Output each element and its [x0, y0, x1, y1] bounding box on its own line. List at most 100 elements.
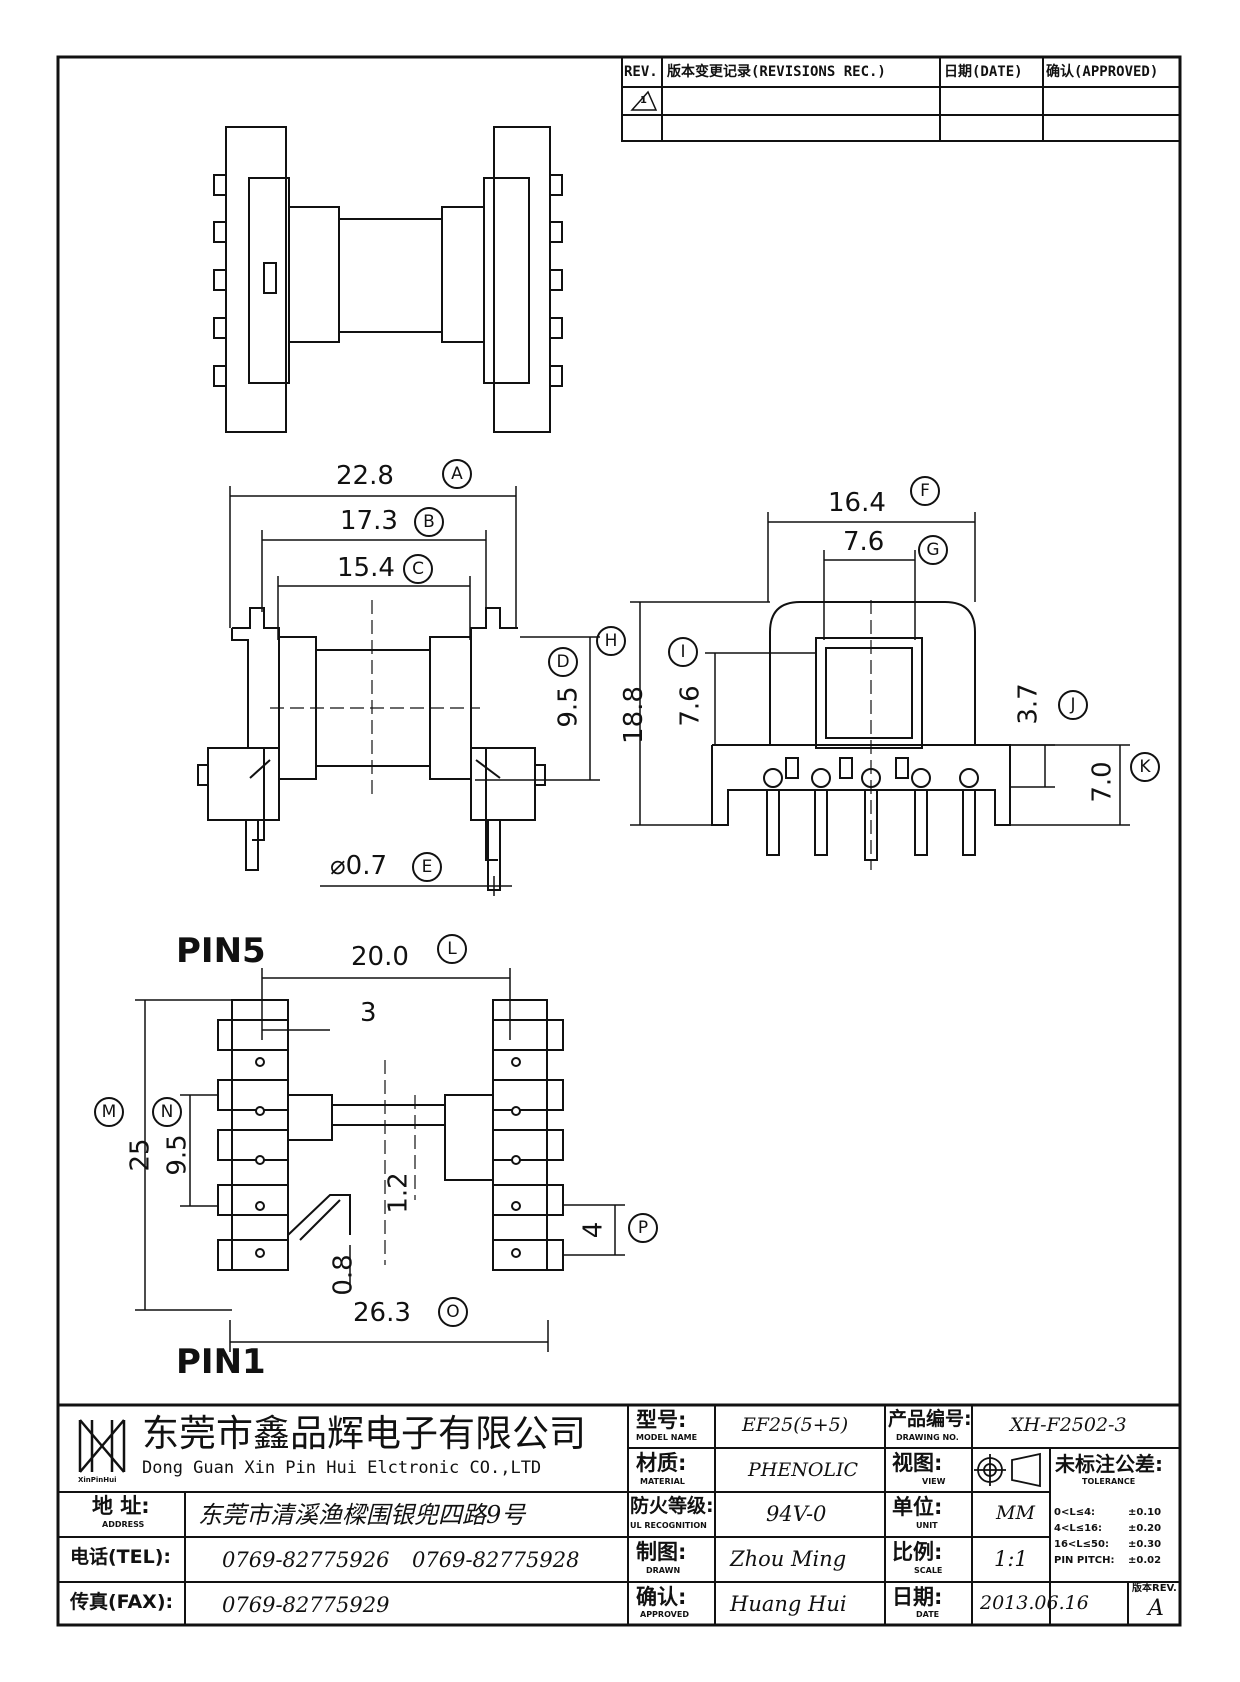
dim-e-value: ⌀0.7	[330, 851, 388, 881]
ul-label-en: UL RECOGNITION	[630, 1521, 707, 1530]
rev-value: A	[1148, 1596, 1164, 1621]
projection-symbol-icon	[974, 1452, 1041, 1488]
dim-m-value: 25	[125, 1138, 156, 1172]
top-view-pins-right	[549, 174, 563, 387]
callout-h: H	[596, 626, 626, 656]
dim-b-value: 17.3	[340, 506, 398, 536]
bottom-view-dimensions	[135, 968, 625, 1352]
drawing-no-value: XH-F2502-3	[1010, 1414, 1127, 1436]
dim-o-value: 26.3	[353, 1298, 411, 1328]
unit-label-en: UNIT	[916, 1521, 938, 1530]
pin1-label: PIN1	[176, 1342, 266, 1382]
dim-slot-width-value: 1.2	[383, 1172, 414, 1214]
callout-j: J	[1058, 690, 1088, 720]
fax-value: 0769-82775929	[222, 1593, 390, 1617]
view-label: 视图:	[892, 1451, 943, 1475]
view-label-en: VIEW	[922, 1477, 946, 1486]
company-name-en: Dong Guan Xin Pin Hui Elctronic CO.,LTD	[142, 1458, 542, 1478]
dim-n-value: 9.5	[162, 1134, 193, 1176]
revision-approved-header: 确认(APPROVED)	[1046, 64, 1159, 80]
dim-l-value: 20.0	[351, 942, 409, 972]
dim-g-value: 7.6	[843, 527, 885, 557]
bottom-view-pin-holes	[255, 1057, 521, 1258]
rev-symbol: 1	[640, 95, 647, 106]
dim-k-value: 7.0	[1087, 761, 1118, 803]
approved-value: Huang Hui	[730, 1592, 847, 1616]
callout-n: N	[152, 1097, 182, 1127]
date-value: 2013.06.16	[980, 1592, 1089, 1614]
unit-label: 单位:	[892, 1495, 943, 1519]
dim-a-value: 22.8	[336, 461, 394, 491]
revisions-record-header: 版本变更记录(REVISIONS REC.)	[667, 64, 886, 80]
model-label-en: MODEL NAME	[636, 1433, 698, 1442]
callout-e: E	[412, 852, 442, 882]
dim-c-value: 15.4	[337, 553, 395, 583]
callout-l: L	[437, 934, 467, 964]
callout-f: F	[910, 476, 940, 506]
date-label-en: DATE	[916, 1610, 940, 1619]
logo-text: XinPinHui	[78, 1476, 117, 1484]
tolerance-label: 未标注公差:	[1055, 1452, 1163, 1476]
drawing-no-label: 产品编号:	[888, 1408, 972, 1430]
bottom-view-pads-left	[217, 1019, 289, 1271]
front-view-dimensions	[229, 486, 600, 896]
dim-i-value: 7.6	[675, 685, 706, 727]
callout-o: O	[438, 1297, 468, 1327]
top-view-pins-left	[213, 174, 227, 387]
dim-slot-gap-value: 0.8	[328, 1254, 359, 1296]
tolerance-range-1: 0<L≤4:	[1054, 1507, 1096, 1518]
title-block-grid	[58, 1403, 1180, 1625]
tel2-value: 0769-82775928	[412, 1548, 580, 1572]
address-label: 地 址:	[92, 1494, 150, 1518]
front-view	[197, 600, 546, 891]
side-view	[711, 600, 1011, 870]
callout-k: K	[1130, 752, 1160, 782]
tel1-value: 0769-82775926	[222, 1548, 390, 1572]
material-label-en: MATERIAL	[640, 1477, 685, 1486]
ul-value: 94V-0	[766, 1502, 827, 1526]
revision-table	[621, 56, 1181, 142]
tolerance-value-3: ±0.30	[1128, 1539, 1162, 1550]
callout-b: B	[414, 507, 444, 537]
dim-pin-offset-value: 3	[360, 998, 377, 1028]
ul-label: 防火等级:	[630, 1495, 714, 1517]
dim-f-value: 16.4	[828, 488, 886, 518]
model-value: EF25(5+5)	[742, 1414, 849, 1436]
tolerance-value-1: ±0.10	[1128, 1507, 1162, 1518]
fax-label: 传真(FAX):	[70, 1591, 174, 1613]
address-label-en: ADDRESS	[102, 1520, 145, 1529]
tolerance-range-3: 16<L≤50:	[1054, 1539, 1109, 1550]
material-value: PHENOLIC	[748, 1459, 859, 1481]
approved-label-en: APPROVED	[640, 1610, 689, 1619]
drawn-value: Zhou Ming	[730, 1547, 847, 1571]
callout-c: C	[403, 554, 433, 584]
tolerance-range-4: PIN PITCH:	[1054, 1555, 1115, 1566]
tel-label: 电话(TEL):	[70, 1546, 172, 1568]
bottom-view	[217, 999, 564, 1271]
scale-label: 比例:	[892, 1540, 943, 1564]
scale-label-en: SCALE	[914, 1566, 943, 1575]
drawing-no-label-en: DRAWING NO.	[896, 1433, 959, 1442]
date-label: 日期:	[892, 1585, 943, 1609]
approved-label: 确认:	[636, 1585, 687, 1609]
callout-g: G	[918, 535, 948, 565]
dim-h-value: 18.8	[618, 686, 649, 744]
tolerance-value-2: ±0.20	[1128, 1523, 1162, 1534]
tolerance-value-4: ±0.02	[1128, 1555, 1162, 1566]
rev-label: 版本REV.	[1132, 1583, 1177, 1594]
unit-value: MM	[996, 1502, 1035, 1524]
material-label: 材质:	[636, 1451, 687, 1475]
callout-a: A	[442, 459, 472, 489]
top-view	[213, 126, 563, 433]
sheet-border	[56, 55, 1182, 1627]
bottom-view-pads-right	[492, 1019, 564, 1271]
side-view-dimensions	[630, 512, 1130, 826]
callout-i: I	[668, 637, 698, 667]
company-logo	[78, 1419, 126, 1473]
callout-d: D	[548, 647, 578, 677]
tolerance-range-2: 4<L≤16:	[1054, 1523, 1103, 1534]
callout-m: M	[94, 1097, 124, 1127]
scale-value: 1:1	[994, 1547, 1028, 1571]
dim-p-value: 4	[578, 1221, 609, 1239]
